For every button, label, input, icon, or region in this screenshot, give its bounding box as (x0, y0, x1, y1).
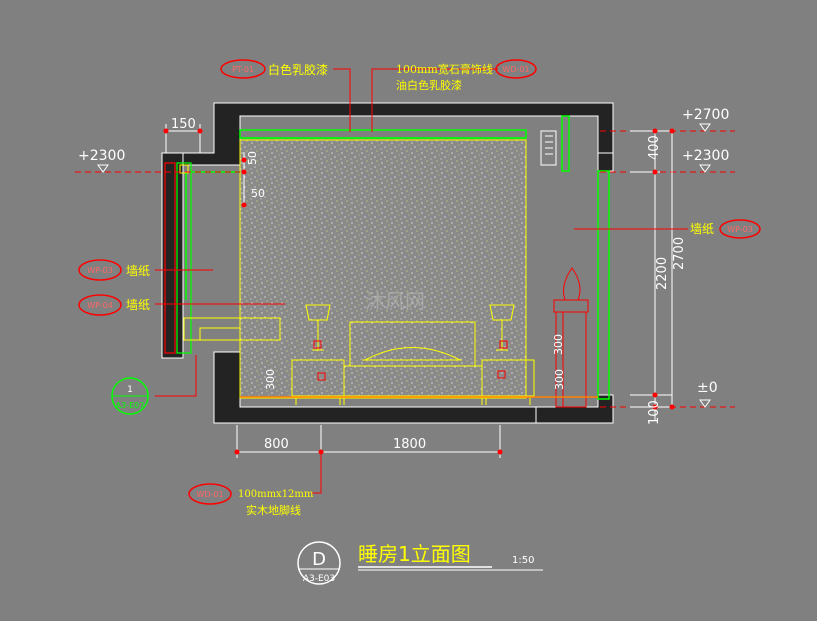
vase-decor (553, 267, 589, 408)
dimension-lines (165, 124, 673, 458)
wd01-bottom-tag: WD-01 (188, 483, 232, 505)
view-id: D (312, 549, 326, 570)
leader-lines (155, 68, 688, 494)
annotations: PT-01 白色乳胶漆 WD-01 100mm宽石膏饰线 油白色乳胶漆 墙纸 W… (78, 59, 761, 517)
level-right-0: ±0 (697, 380, 718, 396)
annotations-section-ref: A3-E07 (116, 401, 145, 410)
section-callout: 1 A3-E07 (111, 377, 149, 415)
dim-400: 400 (647, 135, 662, 160)
cornice-text-1: 100mm宽石膏饰线 (396, 62, 493, 76)
skirting-text-2: 实木地脚线 (246, 503, 301, 517)
dim-2200: 2200 (655, 257, 670, 290)
level-lines (75, 130, 735, 408)
cornice-text-2: 油白色乳胶漆 (396, 78, 462, 92)
dimension-labels: 150 50 50 800 1800 400 2200 2700 100 300… (171, 117, 687, 452)
level-right-2700: +2700 (682, 107, 729, 123)
wp04-left-text: 墙纸 (126, 298, 150, 312)
furniture (183, 304, 535, 405)
pt01-text: 白色乳胶漆 (268, 62, 328, 77)
pt01-tag: PT-01 (220, 59, 266, 79)
wp04-left-tag: WP-04 (78, 294, 122, 316)
cornice (239, 115, 610, 400)
annotations-wp04-left-tag: WP-04 (87, 301, 113, 310)
dim-800: 800 (264, 437, 289, 452)
annotations-pt01-tag: PT-01 (232, 65, 254, 74)
wall-sections (161, 102, 614, 424)
dim-50b: 50 (251, 187, 265, 200)
drawing-scale: 1:50 (512, 555, 534, 566)
wp03-left-tag: WP-03 (78, 259, 122, 281)
annotations-wp03-left-tag: WP-03 (87, 266, 113, 275)
wp03-right-tag: WP-03 (719, 219, 761, 239)
title-block: D A3-E03 睡房1立面图 1:50 (297, 541, 543, 585)
watermark: 沐风网 (365, 289, 425, 313)
dim-150: 150 (171, 117, 196, 132)
sheet-ref: A3-E03 (303, 574, 335, 584)
dim-300c: 300 (552, 334, 565, 355)
wp03-right-text: 墙纸 (690, 222, 714, 236)
level-left-2300: +2300 (78, 148, 125, 164)
outlet-markers (313, 340, 508, 381)
skirting-text-1: 100mmx12mm (238, 489, 314, 500)
annotations-wd01-bottom-tag: WD-01 (196, 490, 223, 499)
annotations-wp03-right-tag: WP-03 (727, 225, 753, 234)
dimension-ticks (163, 128, 675, 455)
annotations-section-num: 1 (127, 385, 133, 395)
dim-100: 100 (647, 400, 662, 425)
wallpaper-panel (239, 139, 527, 399)
dim-1800: 1800 (393, 437, 426, 452)
level-right-2300: +2300 (682, 148, 729, 164)
annotations-wd01-top-tag: WD-01 (502, 65, 529, 74)
dim-300b: 300 (553, 369, 566, 390)
drawing-title: 睡房1立面图 (358, 542, 471, 566)
air-conditioner (540, 130, 557, 166)
wd01-top-tag: WD-01 (495, 59, 537, 79)
dim-2700: 2700 (672, 237, 687, 270)
dim-50a: 50 (246, 151, 259, 165)
dim-300a: 300 (264, 369, 277, 390)
level-markers (97, 123, 711, 408)
wp03-left-text: 墙纸 (126, 264, 150, 278)
level-labels: +2300 +2700 +2300 ±0 (78, 107, 729, 396)
